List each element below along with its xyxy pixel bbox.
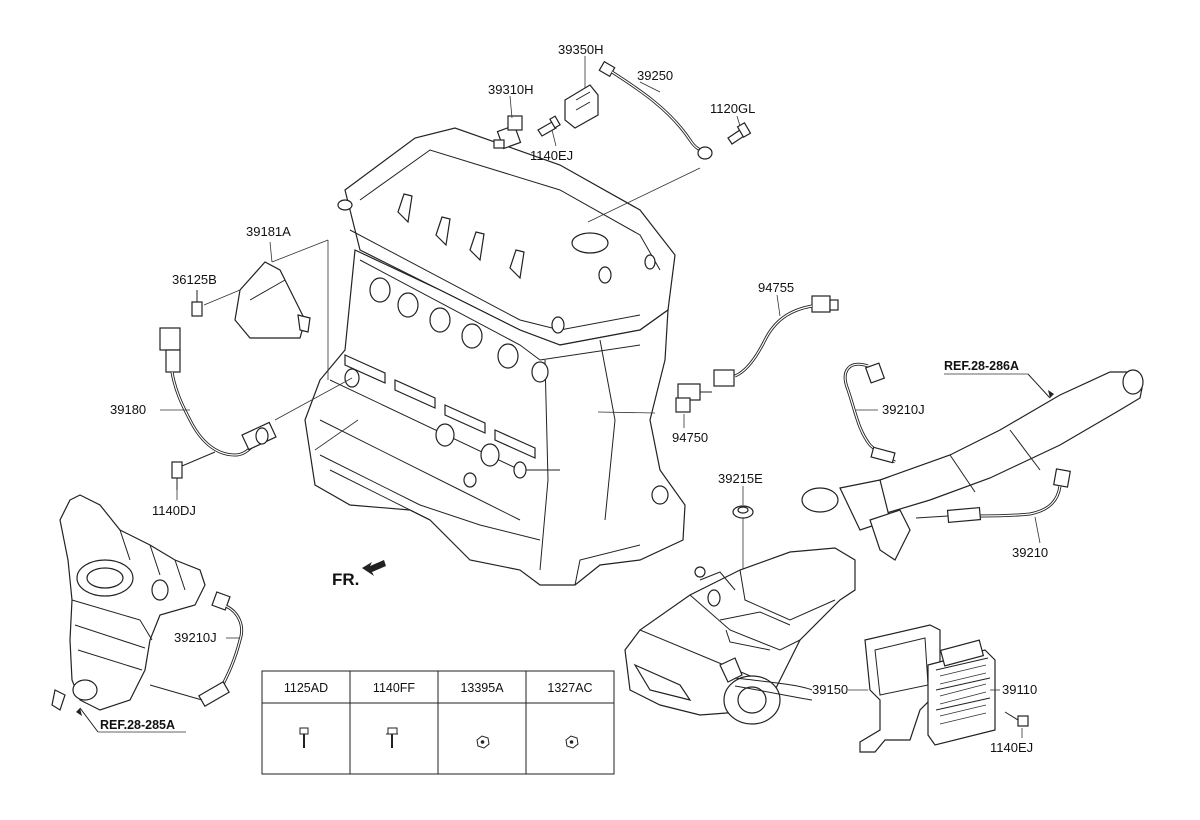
fastener-table: 1125AD 1140FF 13395A 1327AC [261, 670, 615, 775]
label-39210J-right: 39210J [882, 402, 925, 417]
label-94750: 94750 [672, 430, 708, 445]
sensor-39210J-right [843, 362, 896, 464]
ecu-39110 [927, 639, 996, 746]
label-1140EJ-bottom: 1140EJ [990, 740, 1033, 755]
label-39215E: 39215E [718, 471, 763, 486]
label-1140DJ: 1140DJ [152, 503, 196, 518]
label-94755: 94755 [758, 280, 794, 295]
sensor-39310H [493, 115, 523, 150]
label-39350H: 39350H [558, 42, 604, 57]
label-39150: 39150 [812, 682, 848, 697]
label-39210: 39210 [1012, 545, 1048, 560]
sensor-39210J-left [149, 591, 244, 708]
vehicle-illustration [624, 547, 856, 725]
bolt-1120GL [727, 121, 752, 145]
bolt-icon-1140FF [386, 727, 398, 748]
sensor-94750 [675, 383, 712, 413]
sensor-39210 [915, 468, 1071, 524]
bolt-1140DJ [171, 451, 216, 490]
table-header-13395A: 13395A [460, 681, 504, 695]
bolt-1140EJ-bottom [1004, 711, 1029, 727]
label-39210J-left: 39210J [174, 630, 217, 645]
exhaust-manifold [51, 494, 206, 711]
nut-icon-13395A [476, 735, 490, 749]
sensor-94755 [713, 295, 839, 387]
bolt-1140EJ-top [537, 115, 561, 137]
label-39180: 39180 [110, 402, 146, 417]
label-39181A: 39181A [246, 224, 291, 239]
exhaust-assembly [801, 369, 1144, 561]
label-1120GL: 1120GL [710, 101, 755, 116]
ref-28-285A: REF.28-285A [100, 718, 175, 732]
shield-39181A [234, 261, 311, 339]
table-header-1140FF: 1140FF [373, 681, 416, 695]
svg-text:FR.: FR. [332, 570, 359, 589]
bolt-36125B [191, 290, 203, 317]
nut-icon-1327AC [565, 735, 579, 749]
label-36125B: 36125B [172, 272, 217, 287]
label-1140EJ-top: 1140EJ [530, 148, 573, 163]
front-direction-indicator: FR. [332, 560, 386, 589]
table-header-1327AC: 1327AC [547, 681, 592, 695]
sensor-39180 [159, 327, 277, 457]
bolt-icon-1125AD [299, 727, 309, 748]
table-header-1125AD: 1125AD [284, 681, 328, 695]
label-39250: 39250 [637, 68, 673, 83]
label-39310H: 39310H [488, 82, 534, 97]
label-39110: 39110 [1002, 682, 1037, 697]
grommet-39215E [732, 505, 754, 519]
engine-assembly [304, 127, 686, 586]
sensor-39250 [598, 60, 713, 160]
bracket-39350H [564, 84, 599, 129]
ref-28-286A: REF.28-286A [944, 359, 1019, 373]
